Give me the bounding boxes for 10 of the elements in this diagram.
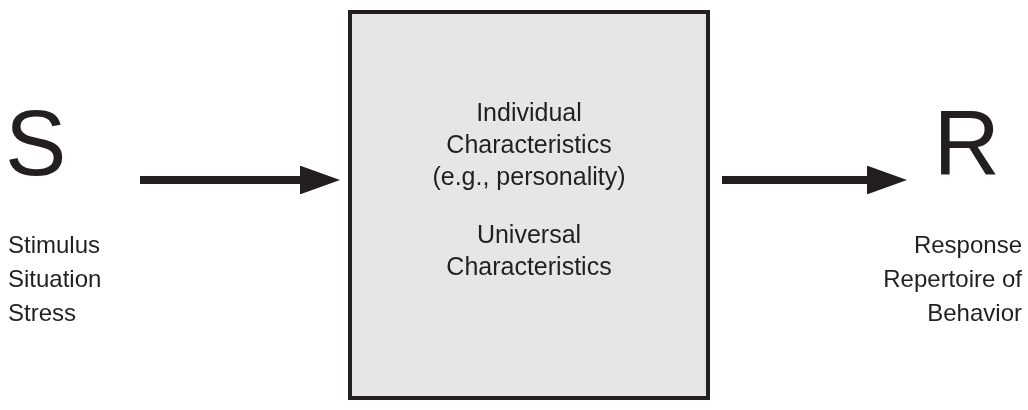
symbol-letter: R xyxy=(933,97,1000,189)
caption-text: Response xyxy=(912,230,1022,260)
box-text: Universal Characteristics xyxy=(445,219,613,282)
caption-text: Situation xyxy=(8,264,103,294)
caption-text: Repertoire of Behavior xyxy=(882,264,1022,328)
symbol-letter: S xyxy=(5,97,67,189)
process-box xyxy=(348,10,710,400)
caption-text: Stimulus xyxy=(8,230,102,260)
box-text: Individual Characteristics (e.g., personality) xyxy=(431,97,627,192)
caption-text: Stress xyxy=(8,298,77,328)
